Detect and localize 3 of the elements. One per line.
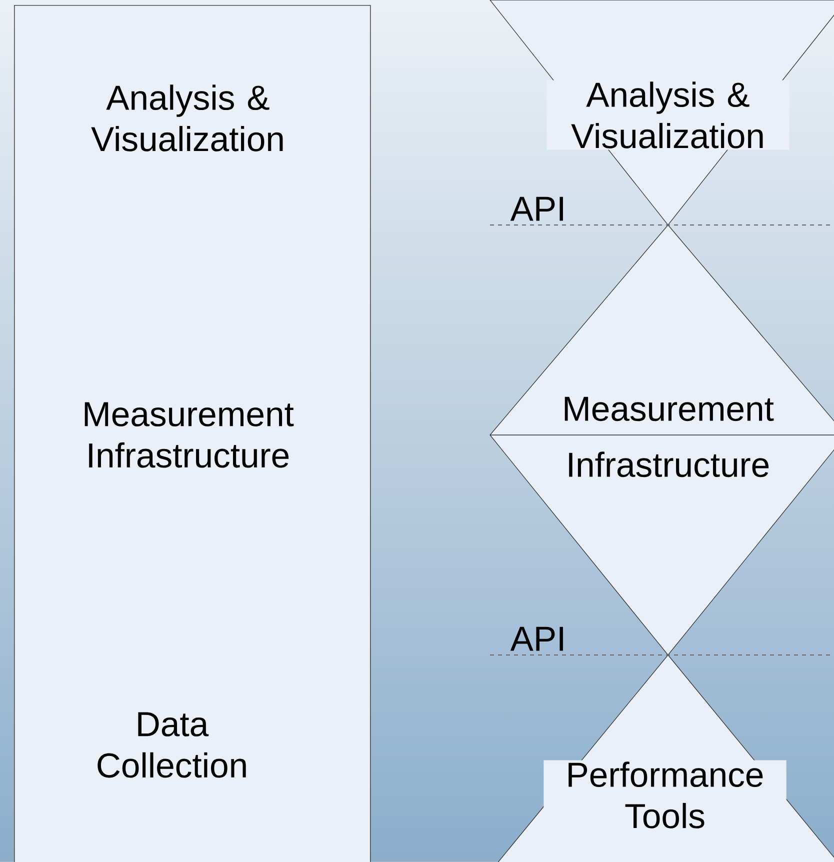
layer-panel: Analysis & Visualization Measurement Infrastructure Data Collection <box>14 5 371 862</box>
interface-label: API <box>510 626 563 651</box>
interface-label: API <box>510 196 563 221</box>
